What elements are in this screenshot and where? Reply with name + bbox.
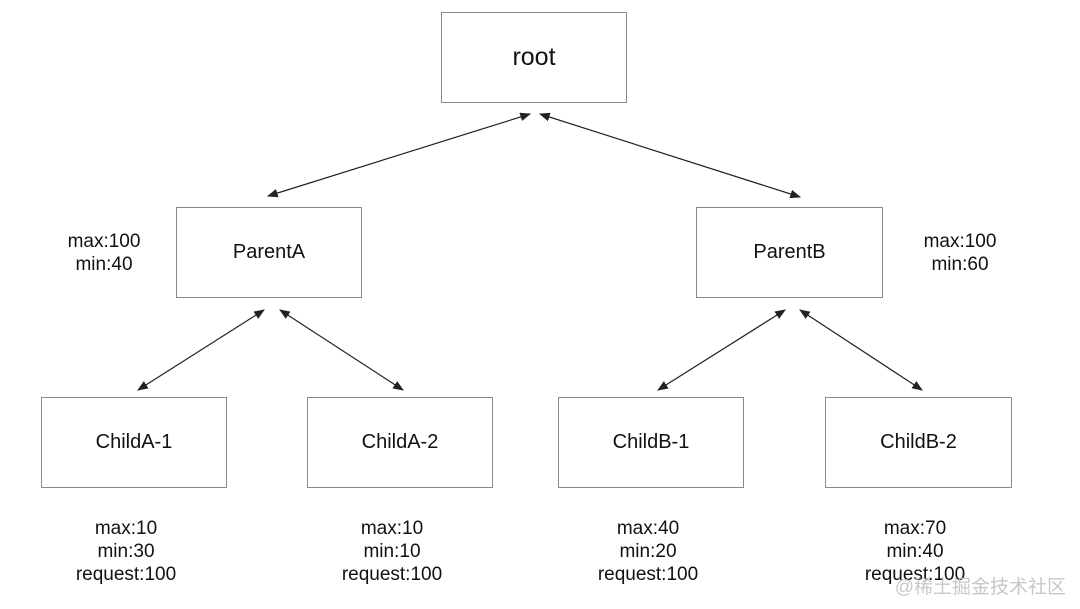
node-root: root — [441, 12, 627, 103]
node-childB2: ChildB-2 — [825, 397, 1012, 488]
annotation-childB2: max:70 min:40 request:100 — [843, 517, 987, 586]
annotation-childB1: max:40 min:20 request:100 — [576, 517, 720, 586]
childB1-request: request:100 — [597, 564, 699, 585]
node-childB1: ChildB-1 — [558, 397, 744, 488]
parentB-max: max:100 — [923, 231, 997, 252]
childA2-min: min:10 — [363, 541, 421, 562]
edge-parentB-childB2 — [799, 309, 923, 391]
edge-parentA-childA1 — [137, 309, 265, 391]
annotation-parentA: max:100 min:40 — [56, 230, 152, 276]
childA2-max: max:10 — [360, 518, 424, 539]
edge-parentB-childB1 — [657, 309, 786, 391]
node-childA1: ChildA-1 — [41, 397, 227, 488]
parentB-min: min:60 — [931, 254, 989, 275]
childB1-max: max:40 — [616, 518, 680, 539]
watermark: @稀土掘金技术社区 — [894, 577, 1066, 598]
parentA-min: min:40 — [75, 254, 133, 275]
edge-root-parentA — [266, 112, 532, 198]
node-parentA: ParentA — [176, 207, 362, 298]
node-parentB: ParentB — [696, 207, 883, 298]
parentA-max: max:100 — [67, 231, 141, 252]
childB2-request: request:100 — [864, 564, 966, 585]
annotation-childA2: max:10 min:10 request:100 — [320, 517, 464, 586]
annotation-childA1: max:10 min:30 request:100 — [54, 517, 198, 586]
edge-parentA-childA2 — [279, 309, 404, 391]
node-childA2: ChildA-2 — [307, 397, 493, 488]
childB2-max: max:70 — [883, 518, 947, 539]
childA2-request: request:100 — [341, 564, 443, 585]
childA1-request: request:100 — [75, 564, 177, 585]
childA1-max: max:10 — [94, 518, 158, 539]
childA1-min: min:30 — [97, 541, 155, 562]
edge-root-parentB — [538, 112, 802, 199]
childB1-min: min:20 — [619, 541, 677, 562]
annotation-parentB: max:100 min:60 — [912, 230, 1008, 276]
childB2-min: min:40 — [886, 541, 944, 562]
